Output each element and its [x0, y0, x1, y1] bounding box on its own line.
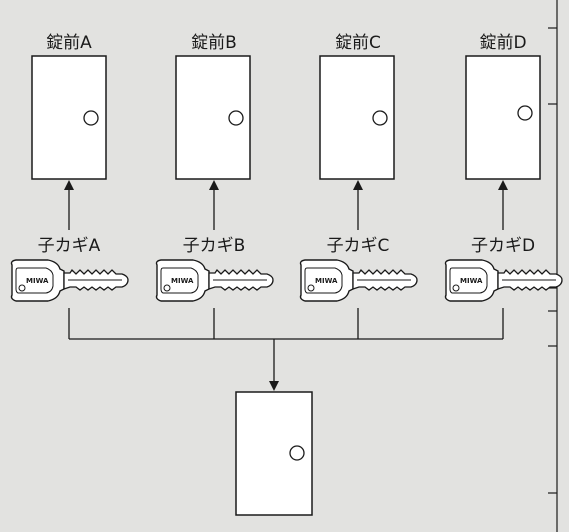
key-c-label: 子カギC: [327, 236, 390, 256]
key-c-icon: MIWA: [299, 259, 418, 302]
key-d-label: 子カギD: [471, 236, 535, 256]
lock-b-door: [175, 55, 251, 180]
lock-d-door: [465, 55, 541, 180]
lock-c-door: [319, 55, 395, 180]
key-brand-mark: MIWA: [460, 277, 483, 285]
lock-b-label: 錠前B: [191, 33, 237, 53]
master-door: [235, 391, 313, 516]
key-c-to-lock-c-arrow: [353, 180, 363, 230]
master-arrowhead: [269, 381, 279, 391]
key-b-icon: MIWA: [155, 259, 274, 302]
key-d-to-lock-d-arrow: [498, 180, 508, 230]
key-a-label: 子カギA: [38, 236, 101, 256]
lock-a-door: [31, 55, 107, 180]
key-a-icon: MIWA: [10, 259, 129, 302]
door-knob-icon: [228, 110, 244, 126]
keys-to-master-connector: [68, 308, 504, 382]
key-brand-mark: MIWA: [171, 277, 194, 285]
key-brand-mark: MIWA: [26, 277, 49, 285]
key-b-to-lock-b-arrow: [209, 180, 219, 230]
door-knob-icon: [372, 110, 388, 126]
key-brand-mark: MIWA: [315, 277, 338, 285]
door-knob-icon: [517, 105, 533, 121]
key-a-to-lock-a-arrow: [64, 180, 74, 230]
right-edge-ruler: [548, 0, 558, 532]
door-knob-icon: [289, 445, 305, 461]
key-b-label: 子カギB: [183, 236, 246, 256]
lock-d-label: 錠前D: [479, 33, 526, 53]
lock-c-label: 錠前C: [335, 33, 381, 53]
door-knob-icon: [83, 110, 99, 126]
lock-a-label: 錠前A: [46, 33, 92, 53]
key-d-icon: MIWA: [444, 259, 563, 302]
